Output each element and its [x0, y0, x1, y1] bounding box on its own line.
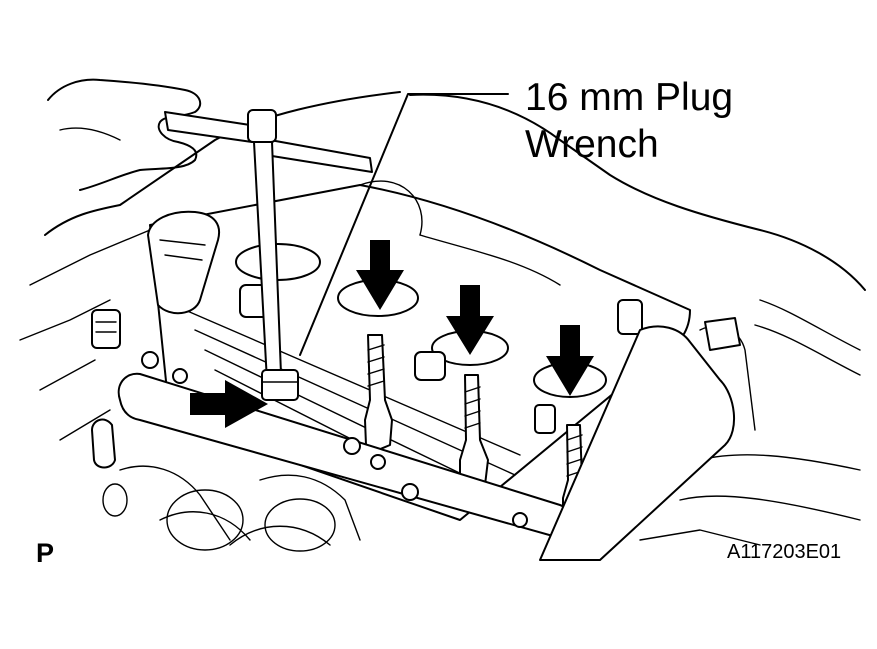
down-arrow-icon: [446, 285, 494, 355]
right-arrow-icon: [190, 380, 268, 428]
hand: [47, 78, 202, 191]
sensor-connector: [91, 309, 121, 469]
figure-id: A117203E01: [727, 541, 842, 563]
view-tag: P: [36, 538, 55, 568]
down-arrow-icon: [546, 325, 594, 396]
engine-bay: [19, 91, 866, 552]
plug-wrench: [164, 109, 373, 401]
wrench-callout-label: 16 mm Plug Wrench: [525, 74, 733, 168]
callout-leader-line: [299, 93, 509, 356]
cross-pipe: [539, 317, 756, 561]
down-arrow-icon: [356, 240, 404, 310]
callout-line-2: Wrench: [525, 123, 659, 166]
callout-line-1: 16 mm Plug: [525, 76, 734, 119]
oil-filler-cap: [147, 210, 220, 315]
